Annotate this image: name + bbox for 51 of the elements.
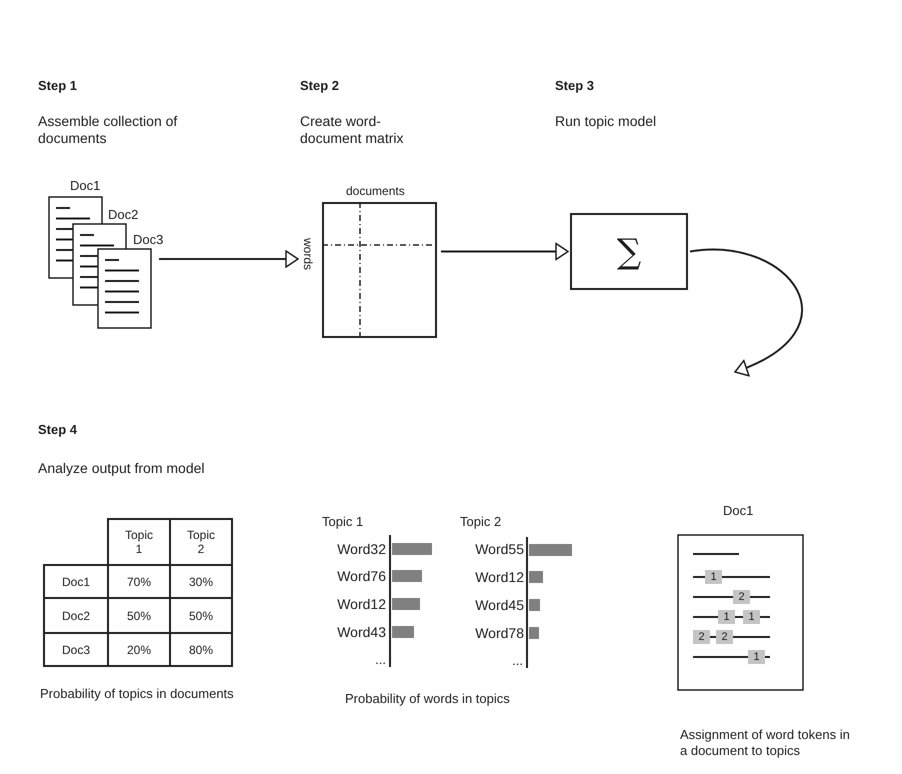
arrow <box>441 242 569 260</box>
word-label: Word55 <box>474 541 524 557</box>
process-box: ∑ <box>570 213 688 290</box>
table-cell: 30% <box>170 565 232 598</box>
word-label: Word78 <box>474 625 524 641</box>
step-heading: Step 1 <box>38 78 78 94</box>
word-label: Word45 <box>474 597 524 613</box>
row-header: Doc3 <box>44 633 108 666</box>
row-axis-label: words <box>300 238 316 270</box>
topic-tag: 1 <box>743 610 760 624</box>
table-cell: 70% <box>108 565 170 598</box>
step-description: Analyze output from model <box>38 460 206 477</box>
word-label: Word32 <box>336 541 386 557</box>
word-label: Word76 <box>336 568 386 584</box>
topic-tag: 1 <box>718 610 735 624</box>
ellipsis: ... <box>511 653 523 669</box>
word-label: Word12 <box>336 596 386 612</box>
caption: Probability of topics in documents <box>40 686 235 702</box>
ellipsis: ... <box>374 652 386 668</box>
word-label: Word12 <box>474 569 524 585</box>
arrow <box>159 250 299 268</box>
table-cell: 50% <box>170 598 232 633</box>
document-label: Doc1 <box>70 178 100 194</box>
step-heading: Step 4 <box>38 422 78 438</box>
document-label: Doc3 <box>133 232 164 248</box>
chart-title: Topic 2 <box>460 514 502 530</box>
step-description: Create word-document matrix <box>300 113 404 147</box>
step-description: Assemble collection of documents <box>38 113 178 147</box>
word-label: Word43 <box>336 624 386 640</box>
column-header: Topic 1 <box>108 519 170 565</box>
row-header: Doc2 <box>44 598 108 633</box>
step-description: Run topic model <box>555 113 658 130</box>
topic-tag: 2 <box>716 630 733 644</box>
table-cell: 20% <box>108 633 170 666</box>
caption: Probability of words in topics <box>345 691 511 707</box>
row-header: Doc1 <box>44 565 108 598</box>
topic-tag: 1 <box>748 650 765 664</box>
caption: Assignment of word tokens in a document to topics <box>680 727 851 759</box>
chart-title: Topic 1 <box>322 514 364 530</box>
arrow <box>690 248 803 376</box>
topic-tag: 2 <box>733 590 750 604</box>
column-axis-label: documents <box>346 183 405 199</box>
document-label: Doc1 <box>723 503 754 519</box>
document-label: Doc2 <box>108 207 138 223</box>
column-header: Topic 2 <box>170 519 232 565</box>
step-heading: Step 2 <box>300 78 340 94</box>
table-cell: 80% <box>170 633 232 666</box>
step-heading: Step 3 <box>555 78 596 94</box>
topic-tag: 1 <box>705 570 722 584</box>
table-cell: 50% <box>108 598 170 633</box>
topic-tag: 2 <box>693 630 710 644</box>
